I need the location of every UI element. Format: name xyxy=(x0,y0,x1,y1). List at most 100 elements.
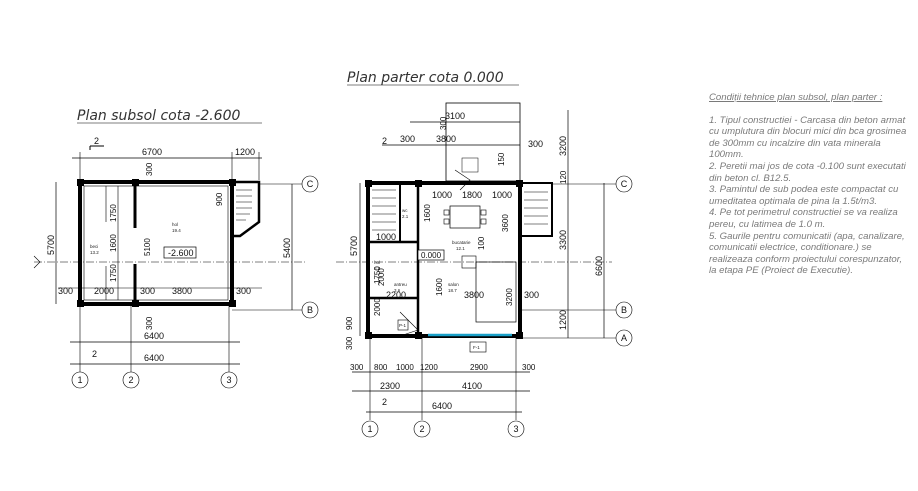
dim-2000b: 2000 xyxy=(373,298,382,316)
dim-bottom-6400a: 6400 xyxy=(144,331,164,341)
dim-1000-left: 1000 xyxy=(376,232,396,242)
dim-row-3800: 3800 xyxy=(172,286,192,296)
basement-outer-walls xyxy=(78,180,234,306)
dim-120: 120 xyxy=(559,170,568,184)
basement-level-box xyxy=(163,246,197,259)
dim-150: 150 xyxy=(497,152,506,166)
room-living-label: salon xyxy=(448,282,459,287)
axis-label-2: 2 xyxy=(128,375,133,385)
dim-1750b: 1750 xyxy=(109,264,118,282)
axis-label-3: 3 xyxy=(226,375,231,385)
basement-stair-walls xyxy=(232,180,261,238)
dining-table xyxy=(449,205,481,229)
b-800: 800 xyxy=(374,363,388,372)
ground-plan: 3100 300 3800 300 300 2 xyxy=(336,102,633,438)
b-2900: 2900 xyxy=(470,363,488,372)
dim-1000a: 1000 xyxy=(432,190,452,200)
fridge xyxy=(461,157,479,173)
dim-300-c: 300 xyxy=(439,116,448,130)
axis-label-c: C xyxy=(307,179,314,189)
chair xyxy=(443,209,450,216)
dim-6700: 6700 xyxy=(142,147,162,157)
axis-bubble-3 xyxy=(220,371,238,389)
dim-mid-300: 300 xyxy=(145,316,154,330)
g-axis-bubble-1 xyxy=(361,420,379,438)
note-item-1: 1. Tipul constructiei - Carcasa din beto… xyxy=(709,114,907,161)
axis-bubble-1 xyxy=(71,371,89,389)
room-kitchen-area: 12.1 xyxy=(456,246,465,251)
b-4100: 4100 xyxy=(462,381,482,391)
dim-300-b: 300 xyxy=(528,139,543,149)
cut-mark-top-ground: 2 xyxy=(382,136,387,146)
dim-bottom-6400b: 6400 xyxy=(144,353,164,363)
ground-stair-treads xyxy=(372,189,396,231)
room-ent-area: 3.6 xyxy=(394,288,401,293)
notes-spacer xyxy=(709,104,909,115)
cut-mark-bottom-ground: 2 xyxy=(382,397,387,407)
window-tag-box xyxy=(469,341,487,353)
b-300: 300 xyxy=(350,363,364,372)
dim-2000a: 2000 xyxy=(377,268,386,286)
basement-plan-title: Plan subsol cota -2.600 xyxy=(77,108,240,124)
dim-row-300b: 300 xyxy=(140,286,155,296)
room-hol-area: 19.4 xyxy=(172,228,181,233)
g-axis-bubble-c xyxy=(615,175,633,193)
dim-row-2000: 2000 xyxy=(94,286,114,296)
axis-bubble-b xyxy=(301,301,319,319)
basement-plan: 6700 1200 300 2 900 1750 1600 1750 5100 … xyxy=(33,136,319,389)
dim-3800-living: 3800 xyxy=(464,290,484,300)
dim-1600: 1600 xyxy=(109,234,118,252)
column xyxy=(77,300,84,307)
axis-bubble-c xyxy=(301,175,319,193)
chair xyxy=(480,218,487,225)
g-axis-label-a: A xyxy=(621,333,627,343)
dim-1000b: 1000 xyxy=(492,190,512,200)
basement-inner-outline xyxy=(83,185,229,301)
room-wc-area: 2.1 xyxy=(402,214,409,219)
dim-3300: 3300 xyxy=(558,230,568,250)
dim-ground-900: 900 xyxy=(345,316,354,330)
dim-row-300a: 300 xyxy=(58,286,73,296)
dim-1200: 1200 xyxy=(235,147,255,157)
g-axis-label-c: C xyxy=(621,179,628,189)
basement-level-text: -2.600 xyxy=(168,248,194,258)
room-wc-label: wc xyxy=(402,208,408,213)
dim-6600: 6600 xyxy=(594,256,604,276)
column xyxy=(365,180,372,187)
ground-level-box xyxy=(417,249,445,261)
dim-100: 100 xyxy=(477,236,486,250)
axis-label-b: B xyxy=(307,305,313,315)
note-item-2: 2. Peretii mai jos de cota -0.100 sunt e… xyxy=(709,160,906,184)
dim-5700: 5700 xyxy=(46,235,56,255)
dim-row-300c: 300 xyxy=(236,286,251,296)
cut-arrow-top xyxy=(89,145,104,150)
dim-ground-300: 300 xyxy=(345,336,354,350)
dim-3100: 3100 xyxy=(445,111,465,121)
ground-plan-title: Plan parter cota 0.000 xyxy=(347,70,504,86)
column xyxy=(132,179,139,186)
chair xyxy=(443,218,450,225)
column xyxy=(365,332,372,339)
ground-right-stair xyxy=(520,182,553,237)
dim-1750a: 1750 xyxy=(109,204,118,222)
dim-3600: 3600 xyxy=(501,214,510,232)
b-300b: 300 xyxy=(522,363,536,372)
g-axis-label-2: 2 xyxy=(419,424,424,434)
dim-1600b: 1600 xyxy=(435,278,444,296)
room-hol-label: hol xyxy=(172,222,178,227)
room-living-area: 18.7 xyxy=(448,288,457,293)
b-6400: 6400 xyxy=(432,401,452,411)
dim-300r: 300 xyxy=(524,290,539,300)
room-beci-area: 13.2 xyxy=(90,250,99,255)
dim-300-a: 300 xyxy=(400,134,415,144)
ground-right-stair-treads xyxy=(524,191,548,225)
dim-5100: 5100 xyxy=(143,238,152,256)
g-axis-bubble-a xyxy=(615,329,633,347)
window-tag: F-1 xyxy=(473,345,480,350)
room-hall-area: 6.6 xyxy=(374,266,381,271)
g-axis-label-b: B xyxy=(621,305,627,315)
technical-notes: Condiții tehnice plan subsol, plan parte… xyxy=(709,92,909,277)
dim-3200: 3200 xyxy=(505,288,514,306)
room-kitchen-label: bucatarie xyxy=(452,240,471,245)
